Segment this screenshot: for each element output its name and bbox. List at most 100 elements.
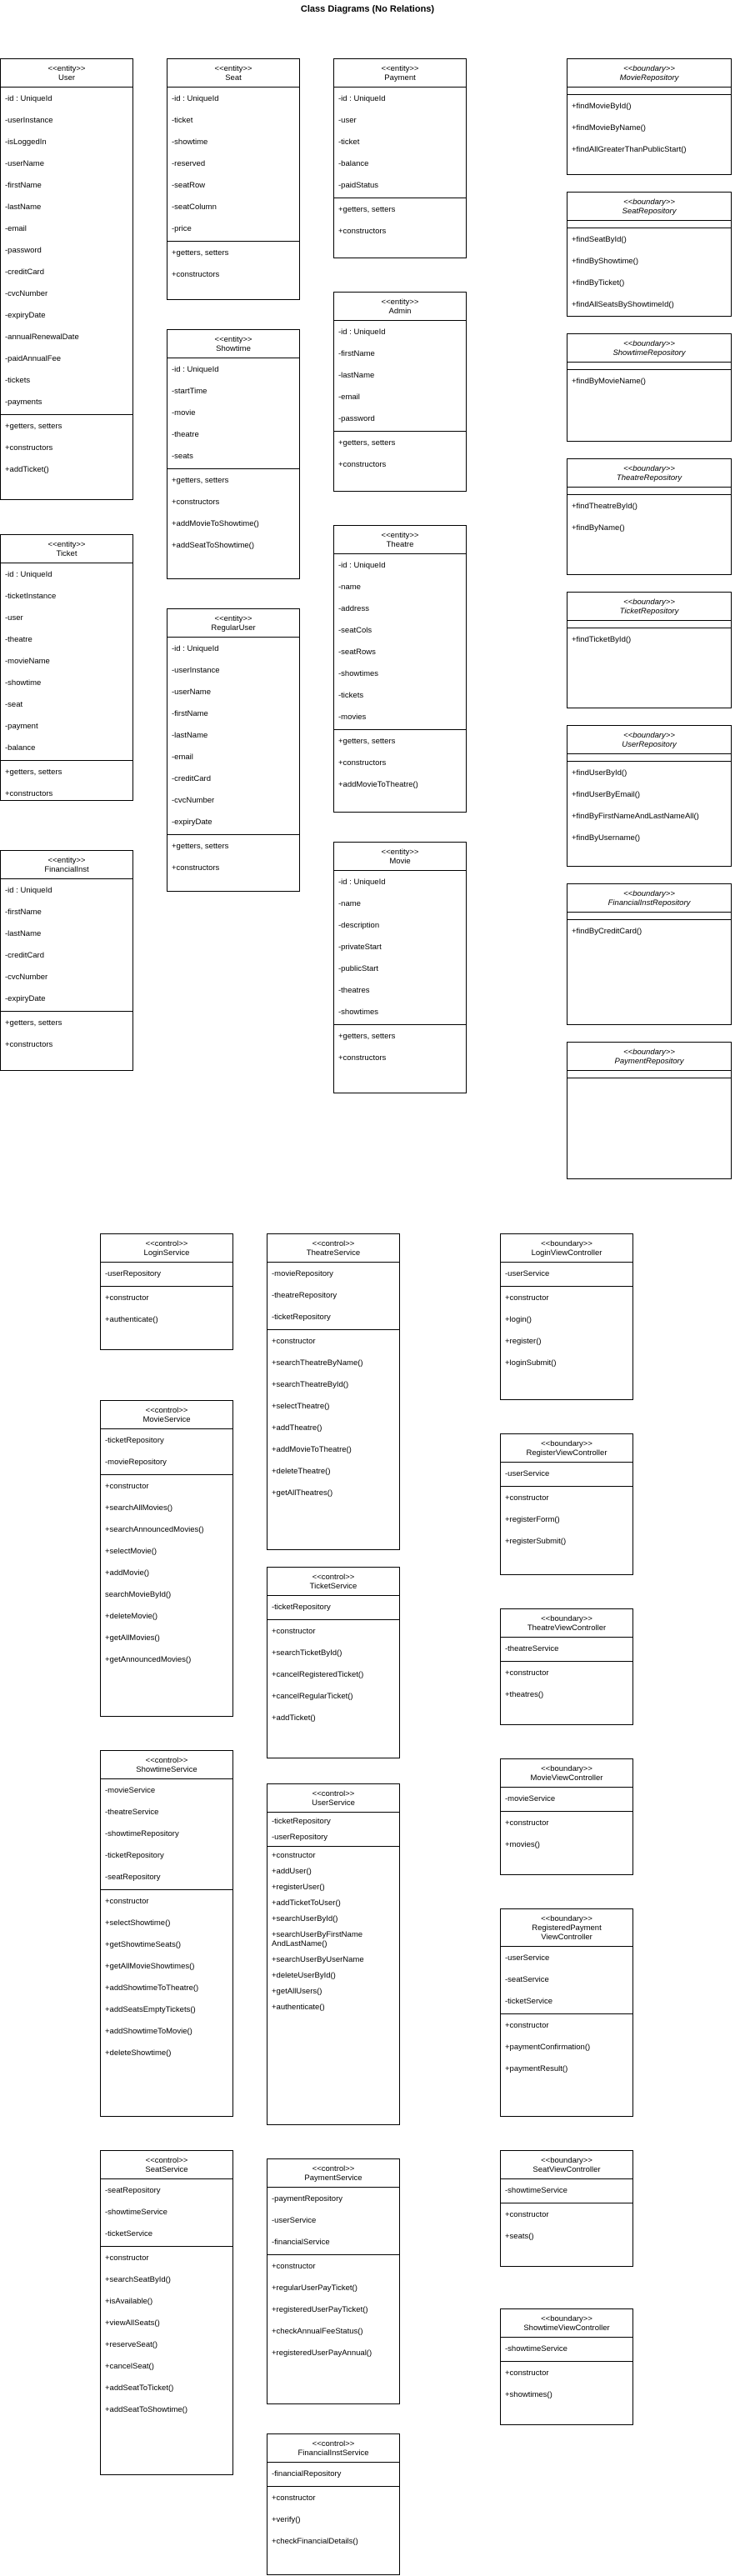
attribute: -payments (5, 398, 42, 407)
class-name: PaymentService (304, 2173, 362, 2183)
method: +getAllMovieShowtimes() (105, 1962, 195, 1971)
attribute-section: -movieService-theatreService-showtimeRep… (101, 1779, 232, 1890)
class-header: <<entity>>Seat (168, 59, 299, 88)
attribute: -theatre (5, 635, 32, 644)
attribute: -userInstance (5, 116, 53, 125)
class-name: ShowtimeRepository (612, 348, 686, 358)
class-showtime: <<entity>>Showtime-id : UniqueId-startTi… (167, 329, 300, 579)
method: +findUserByEmail() (572, 790, 641, 799)
method: +deleteMovie() (105, 1612, 158, 1621)
method: +theatres() (505, 1690, 544, 1699)
class-name: RegularUser (211, 623, 256, 633)
class-name: PaymentRepository (614, 1057, 684, 1066)
method: +deleteShowtime() (105, 2048, 172, 2058)
attribute: -userService (272, 2216, 317, 2225)
class-userservice: <<control>>UserService-ticketRepository-… (267, 1783, 400, 2125)
method-section: +findByMovieName() (568, 370, 731, 393)
method-section: +getters, setters+constructors (168, 835, 299, 880)
attribute: -id : UniqueId (338, 878, 386, 887)
method: +constructor (505, 2021, 549, 2030)
attribute: -userRepository (105, 1269, 162, 1278)
attribute-section: -userService (501, 1263, 632, 1287)
attribute: -seatService (505, 1975, 549, 1984)
class-name: SeatRepository (622, 207, 677, 216)
method: +searchTheatreByName() (272, 1358, 363, 1368)
attribute: -showtimeRepository (105, 1829, 179, 1838)
class-header: <<entity>>RegularUser (168, 609, 299, 638)
attribute: -ticketService (105, 2229, 153, 2238)
class-financialinst: <<entity>>FinancialInst-id : UniqueId-fi… (0, 850, 133, 1071)
class-stereotype: <<boundary>> (623, 64, 675, 73)
method: +addMovieToShowtime() (172, 519, 259, 528)
method: +getAnnouncedMovies() (105, 1655, 192, 1664)
attribute: -address (338, 604, 369, 613)
class-name: MovieRepository (619, 73, 679, 83)
attribute: -userService (505, 1469, 550, 1478)
attribute-section (568, 754, 731, 762)
method: +addSeatsEmptyTickets() (105, 2005, 196, 2014)
class-name: LoginViewController (531, 1248, 602, 1258)
attribute-section: -movieRepository-theatreRepository-ticke… (268, 1263, 399, 1330)
attribute: -startTime (172, 387, 208, 396)
attribute: -ticketInstance (5, 592, 57, 601)
class-header: <<entity>>Movie (334, 843, 466, 871)
class-ticket: <<entity>>Ticket-id : UniqueId-ticketIns… (0, 534, 133, 801)
class-header: <<boundary>>UserRepository (568, 726, 731, 754)
attribute: -id : UniqueId (338, 94, 386, 103)
attribute: -firstName (5, 908, 42, 917)
method: +getters, setters (338, 1032, 396, 1041)
attribute-section: -id : UniqueId-startTime-movie-theatre-s… (168, 358, 299, 469)
class-name: ShowtimeService (136, 1765, 198, 1774)
class-seatrepo: <<boundary>>SeatRepository+findSeatById(… (567, 192, 732, 317)
method-section: +constructor+movies() (501, 1812, 632, 1857)
class-header: <<boundary>>SeatViewController (501, 2151, 632, 2179)
class-stereotype: <<boundary>> (623, 889, 675, 898)
attribute-section: -id : UniqueId-name-address-seatCols-sea… (334, 554, 466, 730)
method: +registeredUserPayAnnual() (272, 2348, 372, 2358)
method: +addSeatToShowtime() (172, 541, 255, 550)
method: +searchAllMovies() (105, 1503, 173, 1513)
attribute: -cvcNumber (172, 796, 215, 805)
attribute: -theatreRepository (272, 1291, 338, 1300)
attribute-section: -id : UniqueId-user-ticket-balance-paidS… (334, 88, 466, 198)
attribute: -paidStatus (338, 181, 379, 190)
method: +searchTheatreById() (272, 1380, 349, 1389)
method: +addSeatToShowtime() (105, 2405, 188, 2414)
attribute-section (568, 363, 731, 370)
class-financialinstservice: <<control>>FinancialInstService-financia… (267, 2433, 400, 2575)
class-stereotype: <<boundary>> (541, 1239, 592, 1248)
class-name: User (58, 73, 76, 83)
class-header: <<entity>>Showtime (168, 330, 299, 358)
class-name: SeatService (145, 2165, 188, 2174)
attribute: -id : UniqueId (5, 570, 52, 579)
class-stereotype: <<entity>> (381, 531, 419, 540)
class-name: ShowtimeViewController (523, 2323, 610, 2333)
class-stereotype: <<control>> (145, 1239, 188, 1248)
method: +cancelRegisteredTicket() (272, 1670, 364, 1679)
attribute: -movieService (505, 1794, 556, 1803)
method: +constructor (105, 1293, 149, 1303)
class-stereotype: <<control>> (145, 2156, 188, 2165)
class-header: <<control>>ShowtimeService (101, 1751, 232, 1779)
method-section: +constructor+searchAllMovies()+searchAnn… (101, 1475, 232, 1672)
class-header: <<boundary>>RegisterViewController (501, 1434, 632, 1463)
method: +constructors (338, 460, 387, 469)
attribute: -ticketRepository (272, 1603, 331, 1612)
method: +findTheatreById() (572, 502, 638, 511)
attribute: -email (5, 224, 27, 233)
attribute: -ticket (172, 116, 193, 125)
class-payment: <<entity>>Payment-id : UniqueId-user-tic… (333, 58, 467, 258)
class-stereotype: <<boundary>> (623, 198, 675, 207)
class-header: <<control>>LoginService (101, 1234, 232, 1263)
attribute: -expiryDate (5, 994, 46, 1003)
method: +isAvailable() (105, 2297, 153, 2306)
attribute-section: -id : UniqueId-userInstance-isLoggedIn-u… (1, 88, 132, 415)
attribute: -ticket (338, 138, 360, 147)
class-name: RegisterViewController (526, 1448, 608, 1458)
class-header: <<control>>TicketService (268, 1568, 399, 1596)
method: +findUserById() (572, 768, 628, 778)
method: +deleteTheatre() (272, 1467, 331, 1476)
attribute: -userService (505, 1953, 550, 1963)
attribute: -financialService (272, 2238, 330, 2247)
class-name: Seat (225, 73, 242, 83)
